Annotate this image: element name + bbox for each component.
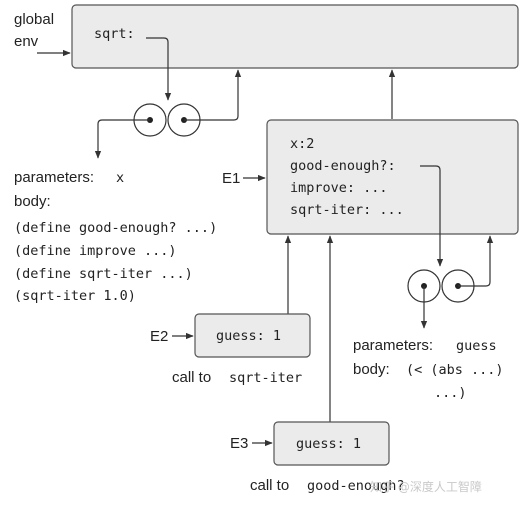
sqrt-code-pointer-arrow (94, 119, 150, 159)
e1-binding-good-enough: good-enough?: (290, 158, 396, 174)
good-enough-body-line-1: (< (abs ...) (406, 362, 504, 378)
global-env-label-line2: env (14, 33, 39, 50)
good-enough-body-label: body: (353, 361, 390, 378)
e1-frame (266, 119, 519, 235)
e3-frame (273, 421, 390, 466)
sqrt-body-line-2: (define improve ...) (14, 243, 177, 259)
e3-binding-guess: guess: 1 (296, 436, 361, 452)
sqrt-binding-arrow (146, 37, 172, 101)
e2-label: E2 (150, 328, 168, 345)
global-env-label-line1: global (14, 11, 54, 28)
global-env-sqrt-binding: sqrt: (94, 26, 135, 42)
sqrt-body-line-1: (define good-enough? ...) (14, 220, 217, 236)
e3-caption-code: good-enough? (307, 478, 405, 494)
e1-binding-sqrt-iter: sqrt-iter: ... (290, 202, 404, 218)
sqrt-body-line-3: (define sqrt-iter ...) (14, 266, 193, 282)
sqrt-body-line-4: (sqrt-iter 1.0) (14, 288, 136, 304)
e1-binding-improve: improve: ... (290, 180, 388, 196)
sqrt-parameters-value: x (116, 170, 124, 186)
e2-caption-code: sqrt-iter (229, 370, 302, 386)
e3-caption-text: call to (250, 477, 289, 494)
good-enough-body-line-2: ...) (434, 385, 467, 401)
e1-label: E1 (222, 170, 240, 187)
good-enough-env-pointer-arrow (458, 235, 494, 287)
e2-frame (194, 313, 311, 358)
sqrt-parameters-label: parameters: (14, 169, 94, 186)
global-env-frame (71, 4, 519, 69)
e3-label: E3 (230, 435, 248, 452)
e2-binding-guess: guess: 1 (216, 328, 281, 344)
e1-binding-x: x:2 (290, 136, 314, 152)
good-enough-parameters-label: parameters: (353, 337, 433, 354)
sqrt-env-pointer-arrow (184, 69, 242, 121)
good-enough-parameters-value: guess (456, 338, 497, 354)
good-enough-binding-arrow (420, 165, 444, 267)
watermark: 知乎 @深度人工智障 (370, 479, 482, 494)
sqrt-body-label: body: (14, 193, 51, 210)
e2-caption-text: call to (172, 369, 211, 386)
